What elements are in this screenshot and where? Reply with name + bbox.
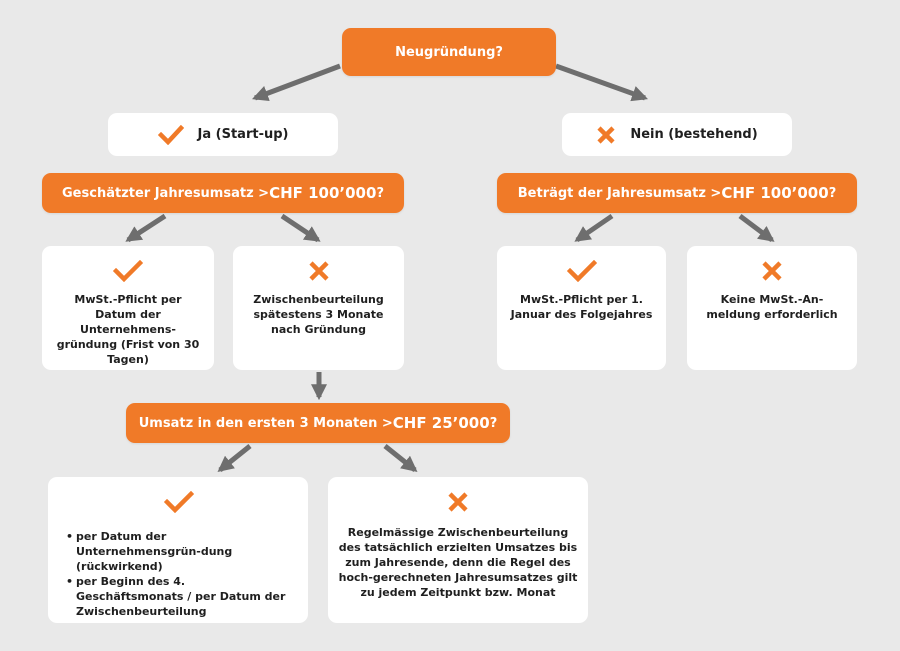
question-right-suffix: ? xyxy=(828,185,837,201)
outcome-card-mwst-pflicht-gruendung: MwSt.-Pflicht per Datum der Unternehmens… xyxy=(42,246,214,370)
question-left-amount: CHF 100’000 xyxy=(269,184,377,202)
answer-nein-label: Nein (bestehend) xyxy=(630,127,758,142)
arrow-qmid-to-card6 xyxy=(383,444,418,472)
question-right-prefix: Beträgt der Jahresumsatz > xyxy=(517,185,722,201)
arrow-root-to-nein xyxy=(555,63,649,102)
check-icon xyxy=(164,491,194,513)
arrow-qleft-to-card1 xyxy=(125,213,167,243)
arrow-root-to-ja xyxy=(252,63,341,101)
outcome-card-2-text: Zwischenbeurteilung spätestens 3 Monate … xyxy=(253,293,384,336)
arrow-qleft-to-card2 xyxy=(280,213,321,243)
cross-icon xyxy=(761,260,783,282)
arrow-qmid-to-card5 xyxy=(217,444,252,472)
question-mid-suffix: ? xyxy=(489,415,498,431)
question-left-prefix: Geschätzter Jahresumsatz > xyxy=(62,185,270,201)
outcome-card-3-text: MwSt.-Pflicht per 1. Januar des Folgejah… xyxy=(510,293,653,321)
outcome-card-1-text: MwSt.-Pflicht per Datum der Unternehmens… xyxy=(56,293,200,366)
outcome-card-regelmaessige-beurteilung: Regelmässige Zwischenbeurteilung des tat… xyxy=(328,477,588,623)
check-icon xyxy=(566,260,597,282)
outcome-card-5-bullets: per Datum der Unternehmensgrün-dung (rüc… xyxy=(64,529,294,619)
question-mid-prefix: Umsatz in den ersten 3 Monaten > xyxy=(138,415,393,431)
answer-ja-startup: Ja (Start-up) xyxy=(108,113,338,156)
list-item: per Datum der Unternehmensgrün-dung (rüc… xyxy=(66,529,294,574)
outcome-card-6-text: Regelmässige Zwischenbeurteilung des tat… xyxy=(338,526,578,599)
question-right-amount: CHF 100’000 xyxy=(721,184,829,202)
outcome-card-rueckwirkend: per Datum der Unternehmensgrün-dung (rüc… xyxy=(48,477,308,623)
outcome-card-mwst-pflicht-folgejahr: MwSt.-Pflicht per 1. Januar des Folgejah… xyxy=(497,246,666,370)
question-left-suffix: ? xyxy=(376,185,384,201)
outcome-card-4-text: Keine MwSt.-An-meldung erforderlich xyxy=(706,293,838,321)
list-item: per Beginn des 4. Geschäftsmonats / per … xyxy=(66,574,294,619)
question-neugruendung: Neugründung? xyxy=(342,28,556,76)
question-geschaetzter-jahresumsatz: Geschätzter Jahresumsatz > CHF 100’000 ? xyxy=(42,173,404,213)
question-betraegt-jahresumsatz: Beträgt der Jahresumsatz > CHF 100’000 ? xyxy=(497,173,857,213)
outcome-card-zwischenbeurteilung: Zwischenbeurteilung spätestens 3 Monate … xyxy=(233,246,404,370)
question-mid-amount: CHF 25’000 xyxy=(392,414,490,432)
question-umsatz-ersten-3-monaten: Umsatz in den ersten 3 Monaten > CHF 25’… xyxy=(126,403,510,443)
arrow-qright-to-card3 xyxy=(574,213,614,243)
cross-icon xyxy=(596,125,616,145)
answer-ja-label: Ja (Start-up) xyxy=(197,127,289,142)
question-neugruendung-label: Neugründung? xyxy=(395,44,503,60)
cross-icon xyxy=(308,260,330,282)
cross-icon xyxy=(447,491,469,513)
arrow-qright-to-card4 xyxy=(738,214,775,242)
outcome-card-keine-anmeldung: Keine MwSt.-An-meldung erforderlich xyxy=(687,246,857,370)
answer-nein-bestehend: Nein (bestehend) xyxy=(562,113,792,156)
check-icon xyxy=(157,124,184,145)
check-icon xyxy=(113,260,143,282)
